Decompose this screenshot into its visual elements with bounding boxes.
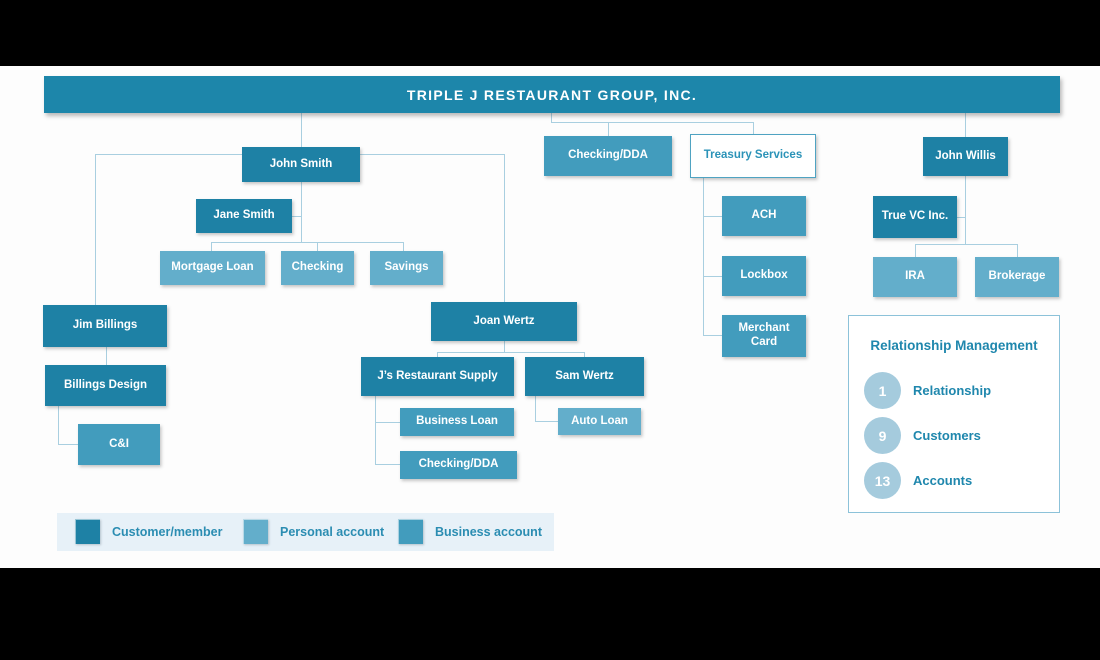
- node-savings: Savings: [370, 251, 443, 285]
- legend-item-personal: Personal account: [243, 519, 384, 544]
- connector-line: [301, 112, 302, 147]
- connector-line: [437, 352, 584, 353]
- stat-label-relationship: Relationship: [913, 383, 992, 398]
- legend-label-personal: Personal account: [280, 524, 385, 539]
- connector-line: [301, 182, 302, 243]
- connector-line: [504, 154, 505, 302]
- legend-swatch-business: [398, 519, 423, 544]
- node-sam-wertz: Sam Wertz: [525, 357, 644, 396]
- legend-swatch-customer: [75, 519, 100, 544]
- node-ira: IRA: [873, 257, 957, 297]
- connector-line: [360, 154, 505, 155]
- connector-line: [375, 464, 400, 465]
- stat-label-customers: Customers: [913, 428, 981, 443]
- connector-line: [375, 396, 376, 465]
- connector-line: [106, 347, 107, 365]
- connector-line: [608, 122, 609, 136]
- connector-line: [317, 242, 318, 251]
- connector-line: [551, 112, 552, 122]
- stat-label-accounts: Accounts: [913, 473, 973, 488]
- node-brokerage: Brokerage: [975, 257, 1059, 297]
- connector-line: [437, 352, 438, 357]
- node-business-loan: Business Loan: [400, 408, 514, 436]
- legend-swatch-personal: [243, 519, 268, 544]
- connector-line: [915, 244, 1017, 245]
- legend: Customer/member Personal account Busines…: [57, 513, 554, 551]
- connector-line: [965, 176, 966, 244]
- node-ach: ACH: [722, 196, 806, 236]
- connector-line: [535, 421, 558, 422]
- connector-line: [292, 216, 302, 217]
- node-checking-dda-group: Checking/DDA: [544, 136, 672, 176]
- node-john-smith: John Smith: [242, 147, 360, 182]
- connector-line: [95, 154, 242, 155]
- node-merchant-card: Merchant Card: [722, 315, 806, 357]
- node-joan-wertz: Joan Wertz: [431, 302, 577, 341]
- connector-line: [957, 217, 966, 218]
- node-checking-dda-supply: Checking/DDA: [400, 451, 517, 479]
- diagram-title: TRIPLE J RESTAURANT GROUP, INC.: [406, 86, 698, 103]
- node-treasury-services: Treasury Services: [690, 134, 816, 178]
- connector-line: [753, 122, 754, 134]
- connector-line: [535, 396, 536, 422]
- connector-line: [703, 335, 722, 336]
- connector-line: [211, 242, 212, 251]
- node-ci: C&I: [78, 424, 160, 465]
- connector-line: [965, 112, 966, 137]
- connector-line: [95, 154, 96, 306]
- legend-item-customer: Customer/member: [75, 519, 222, 544]
- node-jim-billings: Jim Billings: [43, 305, 167, 347]
- node-billings-design: Billings Design: [45, 365, 166, 406]
- legend-label-business: Business account: [435, 524, 542, 539]
- node-js-restaurant-supply: J’s Restaurant Supply: [361, 357, 514, 396]
- connector-line: [915, 244, 916, 257]
- panel-title: Relationship Management: [870, 338, 1038, 353]
- node-auto-loan: Auto Loan: [558, 408, 641, 435]
- stat-circle-accounts: 13: [864, 462, 901, 499]
- connector-line: [504, 341, 505, 352]
- connector-line: [551, 122, 753, 123]
- connector-line: [703, 276, 722, 277]
- legend-item-business: Business account: [398, 519, 542, 544]
- node-checking: Checking: [281, 251, 354, 285]
- stat-circle-customers: 9: [864, 417, 901, 454]
- connector-line: [703, 178, 704, 336]
- relationship-management-panel: Relationship Management 1 Relationship 9…: [848, 315, 1060, 513]
- connector-line: [375, 422, 400, 423]
- connector-line: [211, 242, 404, 243]
- diagram-title-banner: TRIPLE J RESTAURANT GROUP, INC.: [44, 76, 1060, 113]
- connector-line: [584, 352, 585, 357]
- node-jane-smith: Jane Smith: [196, 199, 292, 233]
- node-lockbox: Lockbox: [722, 256, 806, 296]
- node-john-willis: John Willis: [923, 137, 1008, 176]
- node-true-vc-inc: True VC Inc.: [873, 196, 957, 238]
- connector-line: [58, 406, 59, 445]
- connector-line: [1017, 244, 1018, 257]
- legend-label-customer: Customer/member: [112, 524, 223, 539]
- node-mortgage-loan: Mortgage Loan: [160, 251, 265, 285]
- stat-circle-relationship: 1: [864, 372, 901, 409]
- connector-line: [403, 242, 404, 251]
- connector-line: [703, 216, 722, 217]
- connector-line: [58, 444, 78, 445]
